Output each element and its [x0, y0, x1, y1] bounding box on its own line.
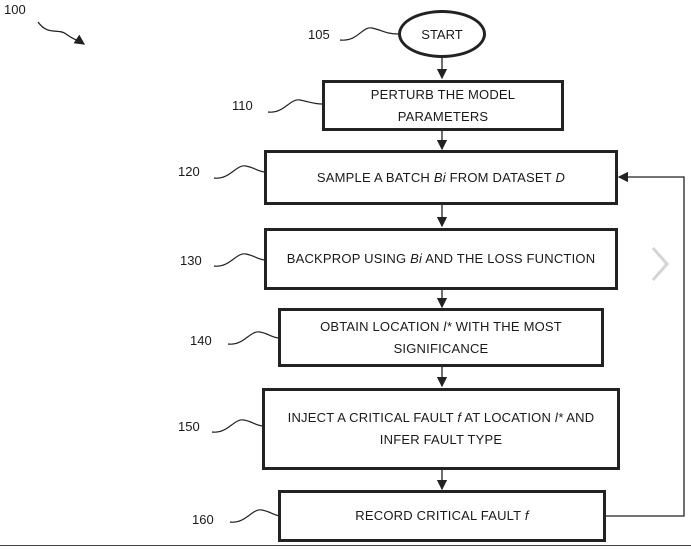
leader-110: [267, 99, 323, 113]
ref-150: 150: [178, 419, 200, 434]
ref-140: 140: [190, 333, 212, 348]
step-perturb-parameters: PERTURB THE MODEL PARAMETERS: [322, 80, 564, 131]
ref-160: 160: [192, 512, 214, 527]
ref-105: 105: [308, 27, 330, 42]
figure-ref-arrow: [37, 21, 86, 45]
step-130-text: BACKPROP USING Bi AND THE LOSS FUNCTION: [286, 251, 596, 266]
step-110-line1: PERTURB THE MODEL: [370, 86, 516, 102]
step-160-text: RECORD CRITICAL FAULT f: [355, 508, 529, 523]
leader-120: [213, 165, 267, 179]
step-record-fault: RECORD CRITICAL FAULT f: [278, 490, 606, 542]
step-120-text: SAMPLE A BATCH Bi FROM DATASET D: [316, 169, 566, 185]
step-backprop: BACKPROP USING Bi AND THE LOSS FUNCTION: [264, 228, 618, 290]
leader-130: [213, 253, 267, 267]
leader-140: [227, 331, 281, 345]
loop-arrow-160-120: [605, 171, 685, 517]
step-sample-batch: SAMPLE A BATCH Bi FROM DATASET D: [264, 150, 618, 205]
leader-160: [229, 509, 283, 523]
ref-130: 130: [180, 253, 202, 268]
ref-110: 110: [232, 98, 253, 113]
ref-120: 120: [178, 164, 200, 179]
leader-105: [339, 27, 399, 41]
step-140-text: OBTAIN LOCATION l* WITH THE MOST SIGNIFI…: [320, 318, 562, 356]
figure-number: 100: [4, 2, 26, 17]
leader-150: [211, 419, 265, 433]
step-150-text: INJECT A CRITICAL FAULT f AT LOCATION l*…: [287, 410, 595, 447]
step-obtain-location: OBTAIN LOCATION l* WITH THE MOST SIGNIFI…: [278, 308, 604, 367]
step-110-line2: PARAMETERS: [397, 108, 489, 124]
start-terminal: START: [398, 10, 486, 58]
chevron-right-icon[interactable]: [641, 243, 679, 285]
start-label: START: [421, 26, 463, 42]
bottom-divider: [0, 545, 691, 546]
step-inject-fault: INJECT A CRITICAL FAULT f AT LOCATION l*…: [262, 388, 620, 470]
